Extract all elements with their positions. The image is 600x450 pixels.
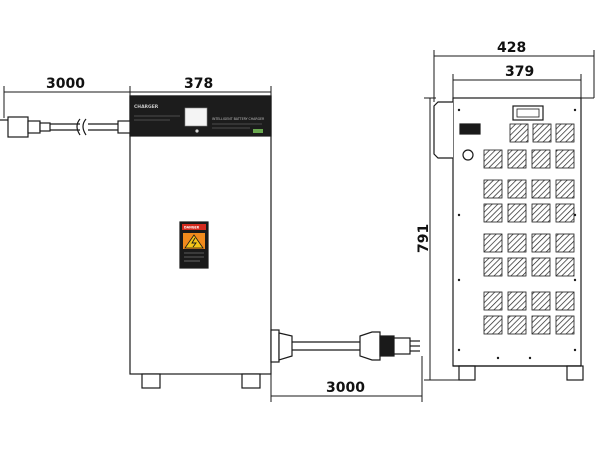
dim-front-width: 378: [129, 76, 272, 96]
panel-badge-icon: [253, 129, 263, 133]
dim-front-width-label: 378: [184, 76, 213, 92]
dim-input-cable-label: 3000: [46, 76, 85, 92]
panel-indicator-icon: [195, 129, 199, 133]
panel-display: [184, 107, 208, 127]
side-screws: [457, 108, 577, 360]
dim-side-depth-outer: 428: [433, 40, 595, 102]
dim-side-depth-inner: 379: [452, 64, 582, 98]
dim-side-depth-outer-label: 428: [497, 40, 526, 56]
dim-output-cable: 3000: [270, 356, 423, 402]
panel-brand-text: CHARGER: [134, 104, 159, 110]
vent-grid: [483, 123, 575, 335]
input-cable: [0, 116, 131, 138]
panel-info-text: INTELLIGENT BATTERY CHARGER: [212, 117, 265, 121]
output-cable: [270, 329, 420, 363]
side-view: [433, 97, 584, 381]
warning-label-title: DANGER: [184, 226, 200, 230]
side-socket-icon: [459, 123, 481, 135]
dim-output-cable-label: 3000: [326, 380, 365, 396]
front-foot-right: [241, 373, 261, 389]
side-knob-icon: [462, 149, 474, 161]
side-panel-protrusion: [433, 101, 453, 159]
side-foot-right: [566, 365, 584, 381]
dim-height-label: 791: [416, 224, 432, 253]
electric-hazard-icon: [184, 234, 204, 249]
front-foot-left: [141, 373, 161, 389]
dim-input-cable: 3000: [3, 76, 130, 118]
dim-height: 791: [416, 97, 459, 381]
dim-side-depth-inner-label: 379: [505, 64, 534, 80]
front-view: CHARGER INTELLIGENT BATTERY CHARGER DANG…: [0, 95, 420, 389]
warning-label: DANGER: [179, 221, 209, 269]
side-foot-left: [458, 365, 476, 381]
